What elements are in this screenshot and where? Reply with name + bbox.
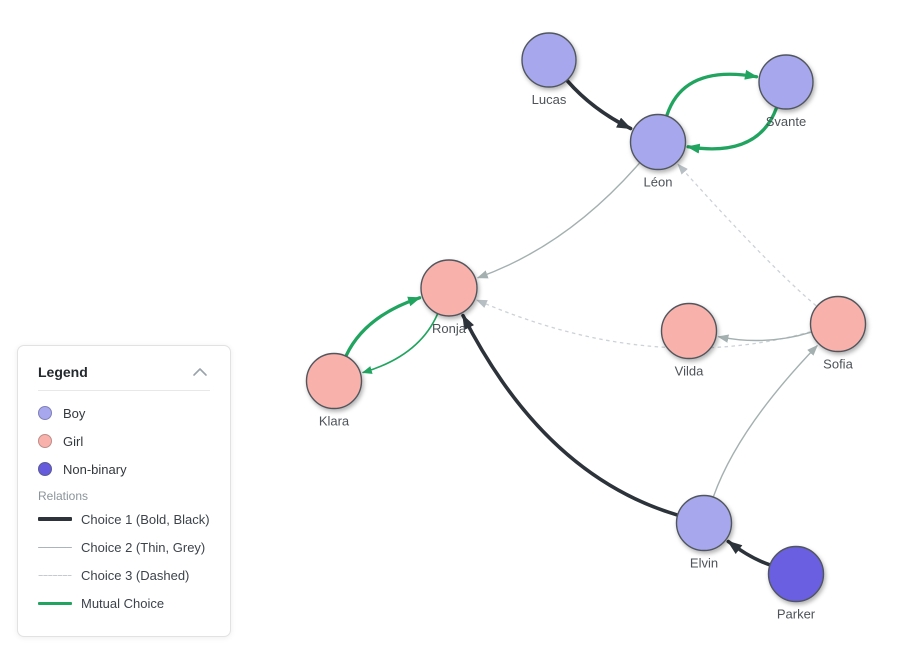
node-label: Ronja xyxy=(432,321,467,336)
thin-grey-line-sample xyxy=(38,546,72,548)
legend-relation-label: Choice 2 (Thin, Grey) xyxy=(81,539,206,555)
node-label: Sofia xyxy=(823,357,853,372)
node-label: Elvin xyxy=(690,556,718,571)
edge-parker-elvin xyxy=(726,539,771,567)
edge-leon-ronja xyxy=(476,162,640,279)
node-circle[interactable] xyxy=(305,352,363,410)
node-label: Vilda xyxy=(675,364,704,379)
node-lucas[interactable]: Lucas xyxy=(521,32,577,107)
node-label: Svante xyxy=(766,114,806,129)
legend-relation-bold-black: Choice 1 (Bold, Black) xyxy=(38,505,210,533)
legend-relation-label: Choice 3 (Dashed) xyxy=(81,567,190,583)
node-label: Lucas xyxy=(532,92,567,107)
legend-node-type-non-binary: Non-binary xyxy=(38,455,210,483)
node-sofia[interactable]: Sofia xyxy=(809,295,867,372)
node-svante[interactable]: Svante xyxy=(758,54,814,129)
legend-relations-label: Relations xyxy=(38,489,89,503)
node-circle[interactable] xyxy=(420,259,478,317)
edge-lucas-leon xyxy=(565,79,633,131)
bold-black-line-sample xyxy=(38,517,72,521)
legend-relation-thin-grey: Choice 2 (Thin, Grey) xyxy=(38,533,210,561)
node-parker[interactable]: Parker xyxy=(767,545,825,622)
node-circle[interactable] xyxy=(767,545,825,603)
node-label: Klara xyxy=(319,414,350,429)
legend-relation-types: Choice 1 (Bold, Black) Choice 2 (Thin, Gr… xyxy=(38,505,210,617)
edge-sofia-ronja xyxy=(476,299,811,349)
boy-color-swatch xyxy=(38,406,52,420)
legend-relation-dashed: Choice 3 (Dashed) xyxy=(38,561,210,589)
dashed-line-sample xyxy=(38,574,72,576)
edge-klara-ronja xyxy=(344,296,422,357)
legend-relation-label: Mutual Choice xyxy=(81,595,165,611)
node-circle[interactable] xyxy=(809,295,867,353)
node-circle[interactable] xyxy=(758,54,814,110)
chevron-up-icon[interactable] xyxy=(190,365,210,379)
node-circle[interactable] xyxy=(675,494,733,552)
node-circle[interactable] xyxy=(521,32,577,88)
edge-ronja-klara xyxy=(361,313,439,374)
legend-node-type-label: Girl xyxy=(63,433,84,449)
node-elvin[interactable]: Elvin xyxy=(675,494,733,571)
edge-elvin-sofia xyxy=(712,344,818,497)
legend-title: Legend xyxy=(38,364,88,380)
mutual-line-sample xyxy=(38,601,72,605)
legend-relation-mutual: Mutual Choice xyxy=(38,589,210,617)
legend-divider xyxy=(38,390,210,391)
node-klara[interactable]: Klara xyxy=(305,352,363,429)
node-circle[interactable] xyxy=(629,113,687,171)
edge-elvin-ronja xyxy=(461,313,679,517)
legend-node-type-girl: Girl xyxy=(38,427,210,455)
legend-node-type-label: Non-binary xyxy=(63,461,127,477)
node-circle[interactable] xyxy=(660,302,718,360)
legend-node-type-label: Boy xyxy=(63,405,86,421)
node-leon[interactable]: Léon xyxy=(629,113,687,190)
node-label: Léon xyxy=(644,175,673,190)
node-vilda[interactable]: Vilda xyxy=(660,302,718,379)
legend-node-type-boy: Boy xyxy=(38,399,210,427)
non-binary-color-swatch xyxy=(38,462,52,476)
legend-relation-label: Choice 1 (Bold, Black) xyxy=(81,511,210,527)
edge-leon-svante xyxy=(665,69,759,117)
node-label: Parker xyxy=(777,607,816,622)
edge-svante-leon xyxy=(686,106,778,154)
edge-sofia-vilda xyxy=(717,331,812,343)
girl-color-swatch xyxy=(38,434,52,448)
node-ronja[interactable]: Ronja xyxy=(420,259,478,336)
edge-sofia-leon xyxy=(677,163,817,307)
edges-layer xyxy=(344,69,818,567)
legend-header: Legend xyxy=(38,364,210,380)
